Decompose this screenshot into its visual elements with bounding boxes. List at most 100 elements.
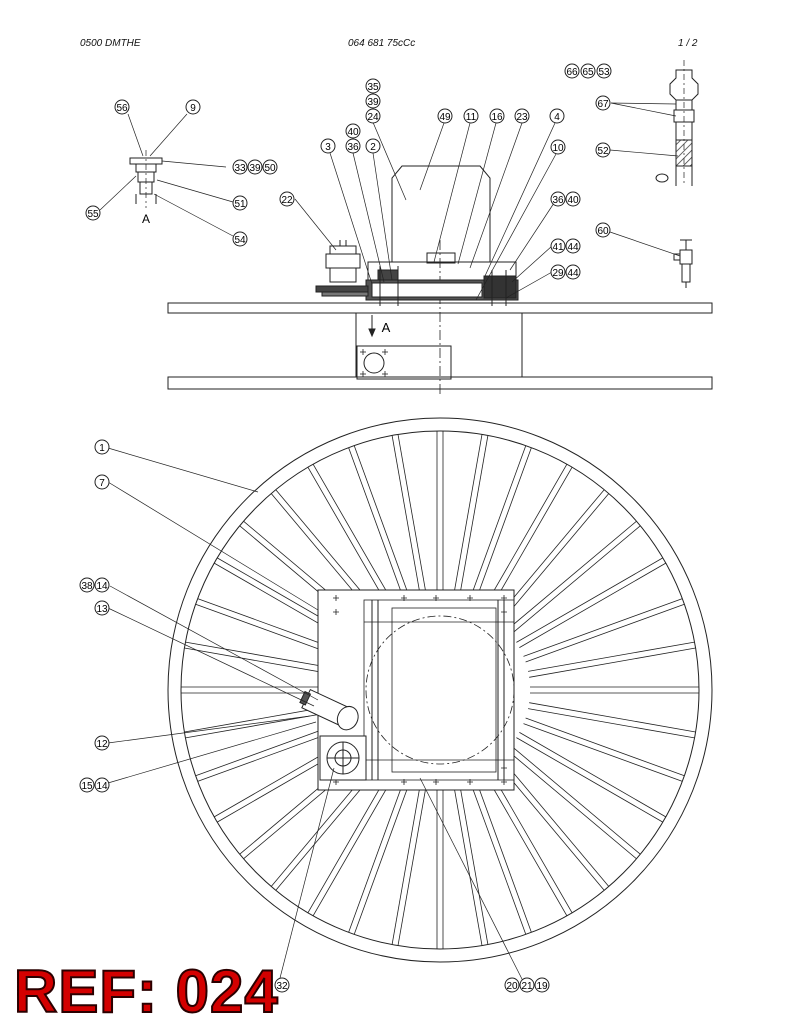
- callout-55: 55: [85, 205, 101, 221]
- svg-text:12: 12: [96, 739, 108, 750]
- svg-text:24: 24: [367, 112, 379, 123]
- spoke-bar: [499, 493, 610, 624]
- svg-text:65: 65: [582, 67, 594, 78]
- callout-39: 39: [365, 93, 381, 109]
- svg-text:32: 32: [276, 981, 288, 992]
- svg-text:40: 40: [567, 195, 579, 206]
- svg-text:50: 50: [264, 163, 276, 174]
- svg-text:67: 67: [597, 99, 609, 110]
- frame-fastener: [467, 595, 473, 601]
- svg-text:19: 19: [536, 981, 548, 992]
- callout-54: 54: [232, 231, 248, 247]
- svg-text:36: 36: [552, 195, 564, 206]
- frame-fastener: [401, 779, 407, 785]
- spoke-bar: [529, 702, 696, 733]
- callout-36: 36: [345, 138, 361, 154]
- reel-inner-rim: [180, 430, 700, 950]
- page-indicator: 1 / 2: [678, 38, 698, 49]
- callout-12: 12: [94, 735, 110, 751]
- svg-text:40: 40: [347, 127, 359, 138]
- frame-fastener: [467, 779, 473, 785]
- section-a-label: A: [382, 320, 391, 335]
- spoke-bar: [312, 464, 398, 611]
- spoke-bar: [487, 766, 573, 913]
- callout-11: 11: [463, 108, 479, 124]
- spoke-bar: [473, 773, 532, 933]
- callout-15: 15: [79, 777, 95, 793]
- callout-10: 10: [550, 139, 566, 155]
- svg-text:1: 1: [99, 443, 105, 454]
- callout-14: 14: [94, 577, 110, 593]
- spoke-bar: [391, 778, 422, 945]
- svg-text:33: 33: [234, 163, 246, 174]
- callout-14b: 14: [94, 777, 110, 793]
- spoke-bar: [525, 717, 685, 777]
- spoke-bar: [528, 708, 695, 739]
- spoke-bar: [519, 732, 666, 818]
- callout-66: 66: [564, 63, 580, 79]
- callout-39a: 39: [247, 159, 263, 175]
- svg-text:39: 39: [367, 97, 379, 108]
- spoke-bar: [516, 737, 663, 823]
- svg-text:39: 39: [249, 163, 261, 174]
- callouts: 56 9 33 39 50 51 55 54 A 35 39 24 40 49 …: [79, 63, 612, 993]
- sprocket-plate: [315, 285, 369, 293]
- detail-a-label: A: [142, 212, 150, 226]
- callout-56: 56: [114, 99, 130, 115]
- detail-a-swivel: [129, 150, 163, 208]
- callout-19: 19: [534, 977, 550, 993]
- callout-44b: 44: [565, 264, 581, 280]
- spoke-bar: [523, 723, 683, 782]
- svg-text:29: 29: [552, 268, 564, 279]
- callout-24: 24: [365, 108, 381, 124]
- callout-21: 21: [519, 977, 535, 993]
- hydraulic-motor: [325, 240, 361, 283]
- svg-text:51: 51: [234, 199, 246, 210]
- callout-40b: 40: [565, 191, 581, 207]
- svg-text:10: 10: [552, 143, 564, 154]
- svg-text:55: 55: [87, 209, 99, 220]
- spoke-bar: [529, 647, 696, 678]
- spoke-bar: [458, 435, 489, 602]
- spoke-bar: [482, 464, 568, 611]
- callout-41: 41: [550, 238, 566, 254]
- frame-fastener: [333, 609, 339, 615]
- spoke-bar: [353, 445, 413, 605]
- callout-7: 7: [94, 474, 110, 490]
- reel-outer-rim: [167, 417, 713, 963]
- spoke-bar: [391, 435, 422, 602]
- spoke-bar: [528, 641, 695, 672]
- spoke-bar: [516, 557, 663, 643]
- hose-fitting-detail: [655, 60, 699, 186]
- reel-plan-view: [167, 417, 713, 963]
- frame-fastener: [501, 609, 507, 615]
- side-section-view: [167, 165, 713, 396]
- frame-fastener: [333, 595, 339, 601]
- frame-fastener: [401, 595, 407, 601]
- spoke-bar: [506, 749, 637, 860]
- svg-text:44: 44: [567, 242, 579, 253]
- callout-50: 50: [262, 159, 278, 175]
- callout-44: 44: [565, 238, 581, 254]
- motor-housing: [391, 165, 491, 263]
- motor-bracket: [356, 345, 452, 380]
- spoke-bar: [519, 562, 666, 648]
- spoke-bar: [467, 445, 527, 605]
- svg-text:66: 66: [566, 67, 578, 78]
- spoke-bar: [307, 467, 393, 614]
- callout-53: 53: [596, 63, 612, 79]
- svg-text:20: 20: [506, 981, 518, 992]
- svg-text:4: 4: [554, 112, 560, 123]
- svg-text:56: 56: [116, 103, 128, 114]
- callout-49: 49: [437, 108, 453, 124]
- callout-32: 32: [274, 977, 290, 993]
- svg-text:44: 44: [567, 268, 579, 279]
- callout-35: 35: [365, 78, 381, 94]
- svg-text:21: 21: [521, 981, 533, 992]
- spoke-bar: [348, 447, 407, 607]
- callout-23: 23: [514, 108, 530, 124]
- svg-text:22: 22: [281, 195, 293, 206]
- svg-text:52: 52: [597, 146, 609, 157]
- callout-67: 67: [595, 95, 611, 111]
